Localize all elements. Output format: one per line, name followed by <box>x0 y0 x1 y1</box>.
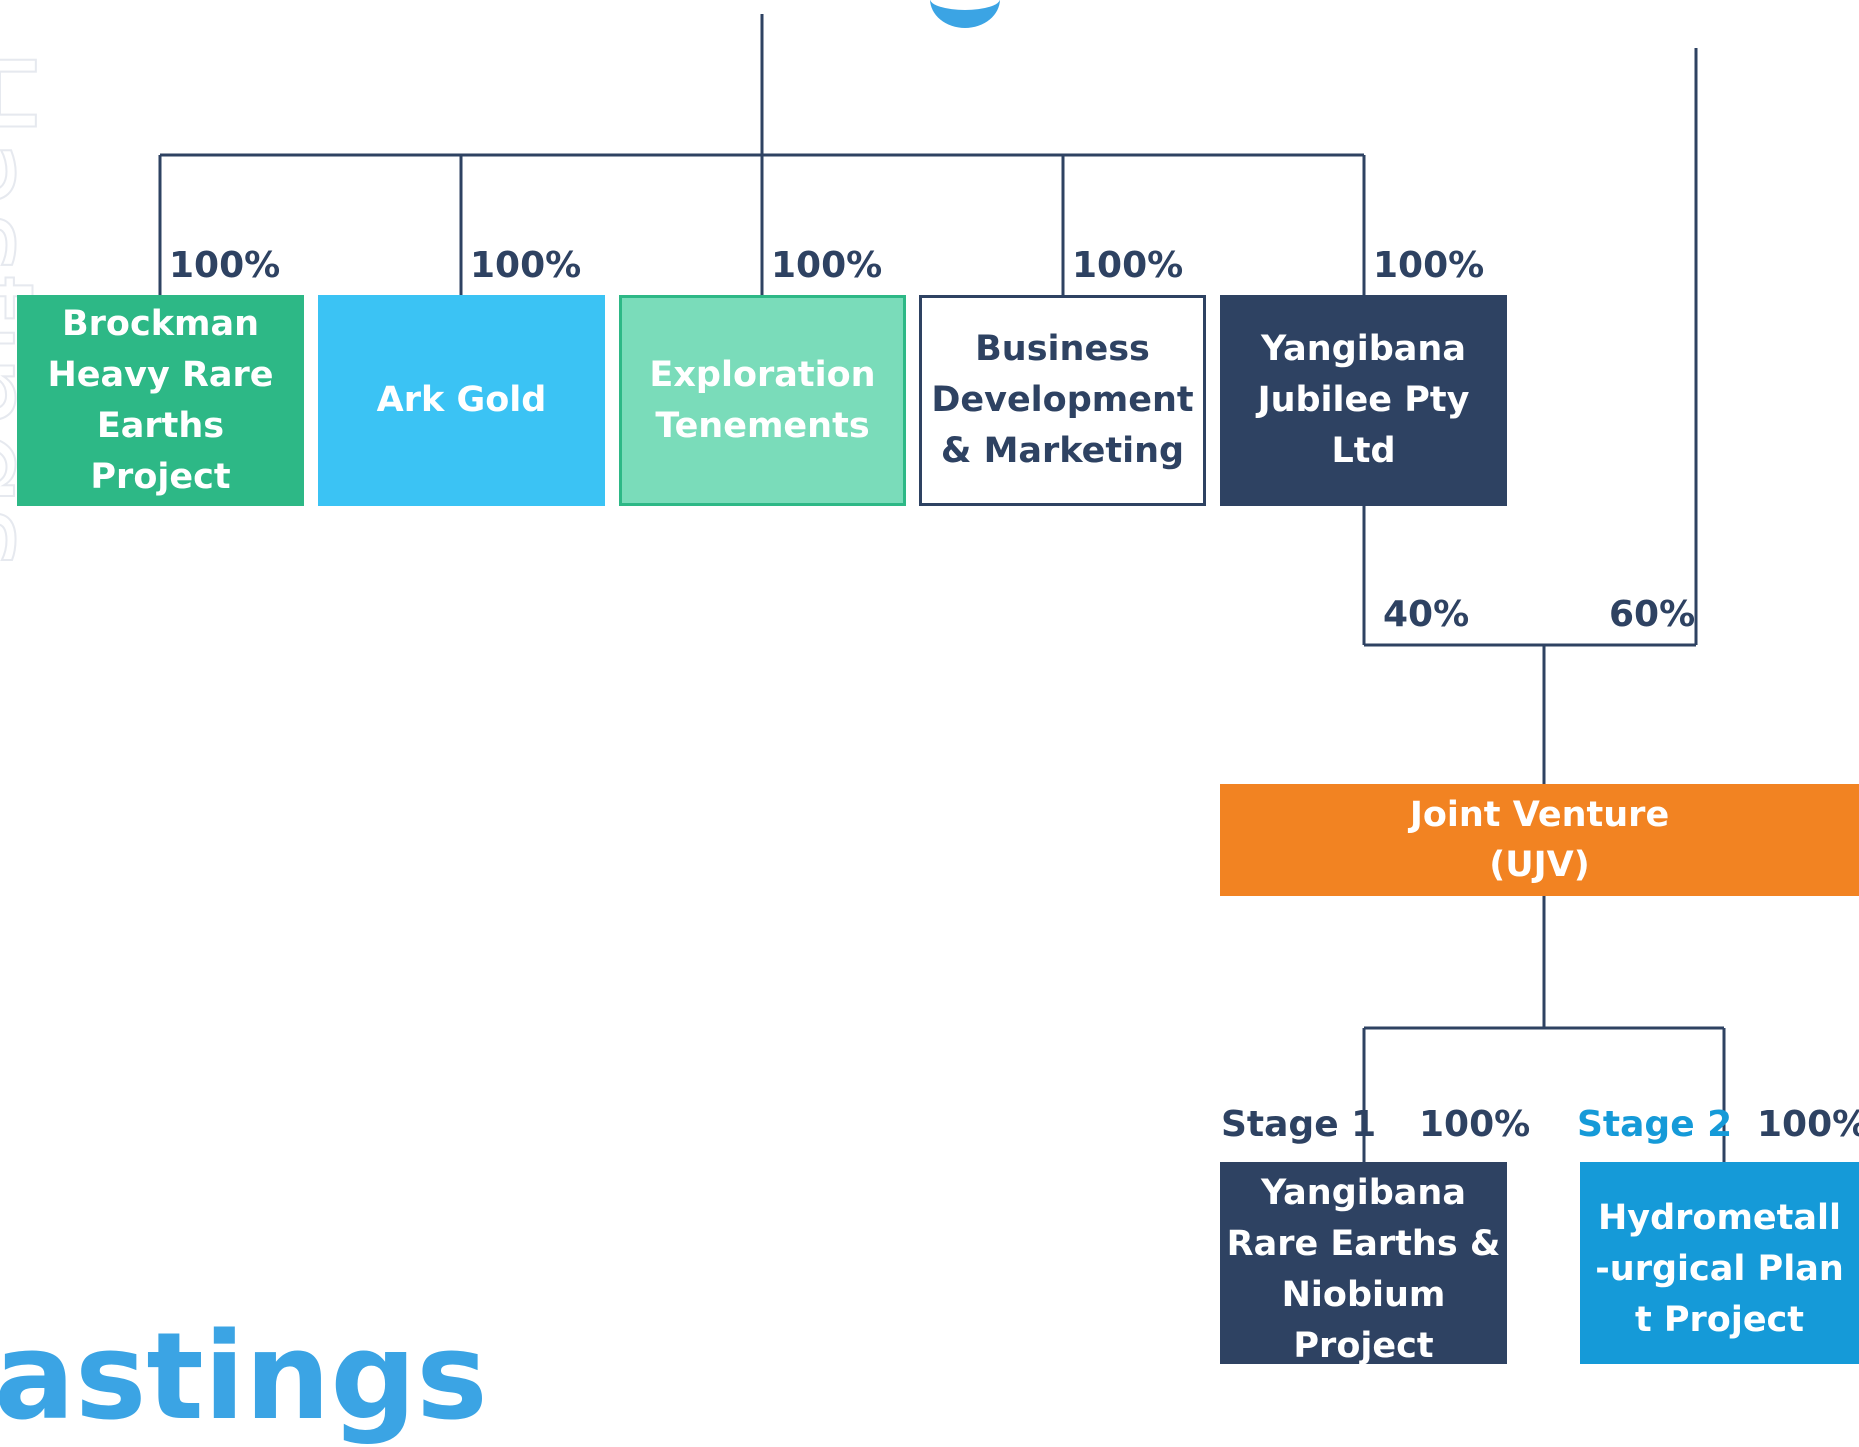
box-business: Business Development & Marketing <box>919 295 1206 506</box>
box-business-label: Business Development & Marketing <box>931 329 1194 471</box>
percent-ark-gold: 100% <box>470 245 582 286</box>
box-ark-gold: Ark Gold <box>318 295 605 506</box>
stage1-label: Stage 1 <box>1221 1104 1377 1145</box>
connector-lines <box>158 14 1726 1162</box>
box-hydromet-label: Hydrometall-urgical Plant Project <box>1595 1198 1844 1340</box>
box-joint-venture: Joint Venture (UJV) <box>1220 784 1859 896</box>
cropped-heading-glyph <box>930 0 1000 28</box>
percent-business: 100% <box>1072 245 1184 286</box>
box-yangibana-jubilee-label: Yangibana Jubilee Pty Ltd <box>1257 329 1470 471</box>
box-ark-gold-label: Ark Gold <box>376 380 547 420</box>
percent-ujv-from-other: 60% <box>1609 594 1696 635</box>
box-exploration: Exploration Tenements <box>619 295 906 506</box>
box-yangibana-project-label: Yangibana Rare Earths & Niobium Project <box>1226 1173 1501 1366</box>
percent-brockman: 100% <box>169 245 281 286</box>
stage2-label: Stage 2 <box>1577 1104 1733 1145</box>
percent-ujv-from-jubilee: 40% <box>1383 594 1470 635</box>
box-brockman-label: Brockman Heavy Rare Earths Project <box>47 303 274 497</box>
percent-stage2: 100% <box>1757 1104 1859 1145</box>
box-hydromet: Hydrometall-urgical Plant Project <box>1580 1162 1859 1364</box>
box-yangibana-project: Yangibana Rare Earths & Niobium Project <box>1220 1162 1507 1366</box>
percent-yangibana-jubilee: 100% <box>1373 245 1485 286</box>
percent-exploration: 100% <box>771 245 883 286</box>
box-yangibana-jubilee: Yangibana Jubilee Pty Ltd <box>1220 295 1507 506</box>
box-joint-venture-label: Joint Venture (UJV) <box>1409 795 1670 885</box>
percent-stage1: 100% <box>1419 1104 1531 1145</box>
box-exploration-label: Exploration Tenements <box>649 354 876 446</box>
box-brockman: Brockman Heavy Rare Earths Project <box>17 295 304 506</box>
